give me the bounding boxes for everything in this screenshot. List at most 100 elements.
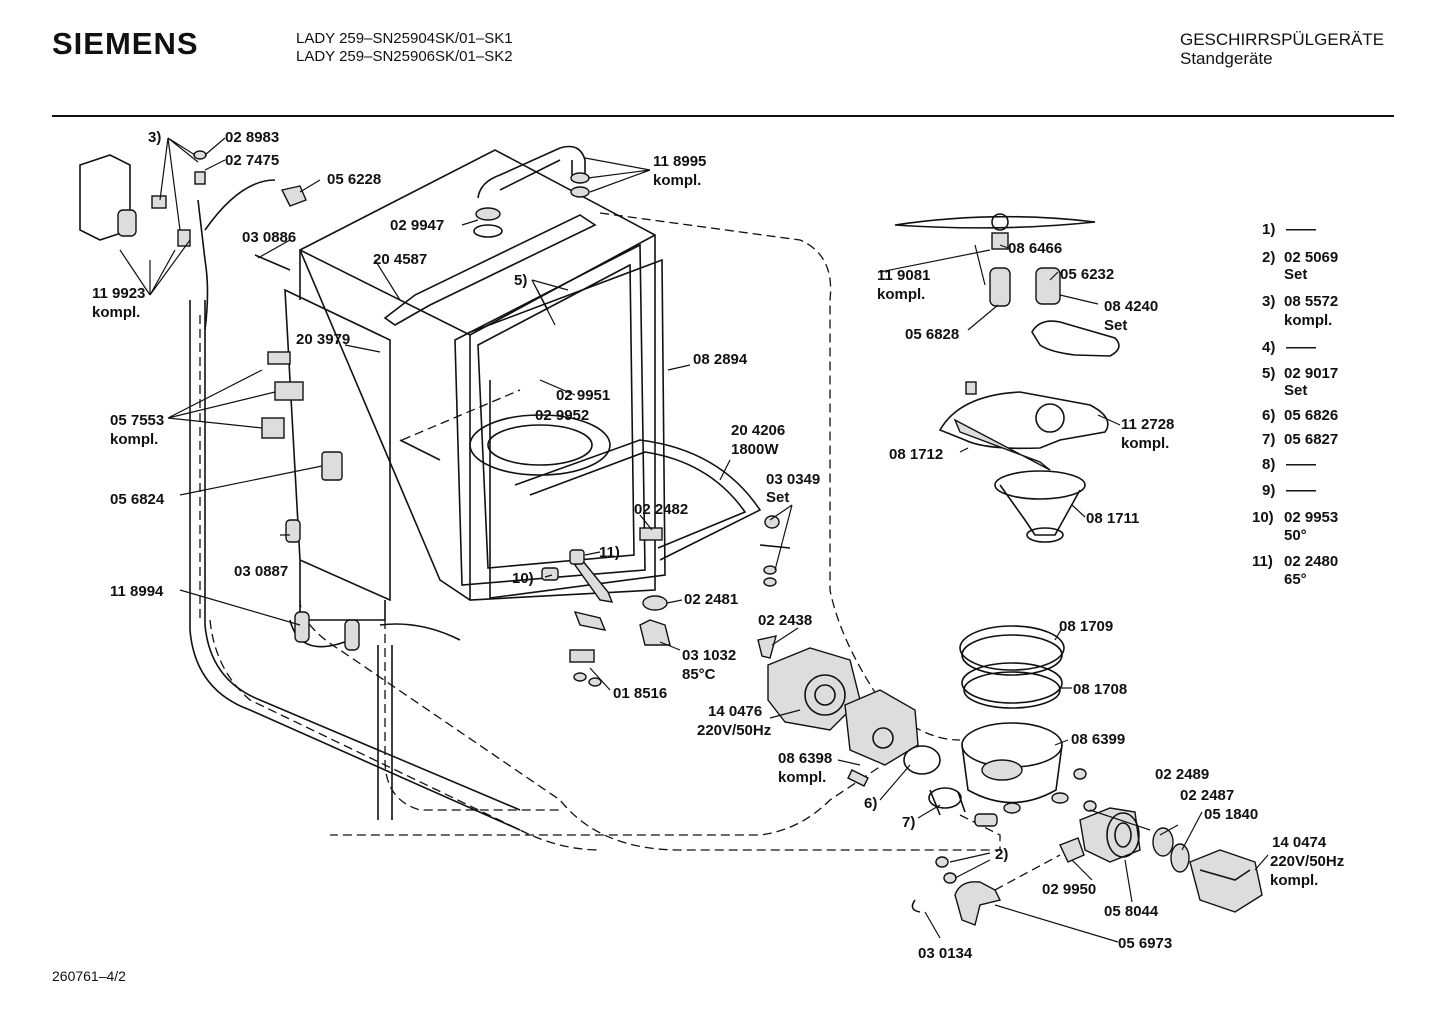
side-control-panel	[261, 288, 391, 621]
seal-029947-icon	[475, 207, 501, 221]
label-056228: 05 6228	[327, 171, 381, 188]
label-084240: 08 4240	[1104, 298, 1158, 315]
callout-11: 11)	[599, 544, 620, 561]
legend-sub-5: Set	[1284, 382, 1307, 399]
label-081708: 08 1708	[1073, 681, 1127, 698]
legend-val-5: 02 9017	[1284, 365, 1338, 382]
parts-legend: 1) —— 2) 02 5069 Set 3) 08 5572 kompl. 4…	[1252, 221, 1338, 588]
brand-logo: SIEMENS	[52, 26, 199, 61]
label-081709: 08 1709	[1059, 618, 1113, 635]
label-086398-kompl: kompl.	[778, 769, 826, 786]
seal-029947-icon	[473, 224, 503, 238]
legend-num-10: 10)	[1252, 509, 1274, 526]
label-204587: 20 4587	[373, 251, 427, 268]
label-119923-kompl: kompl.	[92, 304, 140, 321]
legend-val-3: 08 5572	[1284, 293, 1338, 310]
label-086466: 08 6466	[1008, 240, 1062, 257]
hose-clamp-icon	[344, 619, 360, 651]
door-seal-082894	[467, 258, 666, 599]
label-029952: 02 9952	[535, 407, 589, 424]
hose-clamp-icon	[294, 611, 310, 643]
label-027475: 02 7475	[225, 152, 279, 169]
model-line-2: LADY 259–SN25906SK/01–SK2	[296, 48, 513, 65]
legend-val-11: 02 2480	[1284, 553, 1338, 570]
aquastop-hose	[377, 645, 393, 820]
label-086399: 08 6399	[1071, 731, 1125, 748]
label-056232: 05 6232	[1060, 266, 1114, 283]
label-119923: 11 9923	[92, 285, 145, 302]
label-018516: 01 8516	[613, 685, 667, 702]
label-028983: 02 8983	[225, 129, 279, 146]
label-029947: 02 9947	[390, 217, 444, 234]
label-058044: 05 8044	[1104, 903, 1159, 920]
legend-sub-3: kompl.	[1284, 312, 1332, 329]
tub-cabinet	[298, 149, 656, 601]
label-203979: 20 3979	[296, 331, 350, 348]
label-081711: 08 1711	[1086, 510, 1139, 527]
pipe-seal-icon	[570, 172, 590, 184]
appliance-category: GESCHIRRSPÜLGERÄTE Standgeräte	[1180, 30, 1384, 68]
legend-sub-11: 65°	[1284, 571, 1307, 588]
label-119081: 11 9081	[877, 267, 930, 284]
circulation-pump-motor-140476	[767, 647, 998, 827]
legend-num-3: 3)	[1262, 293, 1275, 310]
legend-num-2: 2)	[1262, 249, 1275, 266]
callout-7: 7)	[902, 814, 915, 831]
legend-num-1: 1)	[1262, 221, 1275, 238]
label-204206: 20 4206	[731, 422, 785, 439]
callout-10: 10)	[512, 570, 534, 587]
label-140474-voltage: 220V/50Hz	[1270, 853, 1344, 870]
label-084240-set: Set	[1104, 317, 1127, 334]
thermostat-parts	[541, 515, 791, 687]
label-081712: 08 1712	[889, 446, 943, 463]
label-022489: 02 2489	[1155, 766, 1209, 783]
label-118994: 11 8994	[110, 583, 164, 600]
label-082894: 08 2894	[693, 351, 748, 368]
legend-val-9: ——	[1286, 482, 1316, 499]
label-051840: 05 1840	[1204, 806, 1258, 823]
legend-sub-10: 50°	[1284, 527, 1307, 544]
label-029950: 02 9950	[1042, 881, 1096, 898]
label-112728: 11 2728	[1121, 416, 1174, 433]
category-title: GESCHIRRSPÜLGERÄTE	[1180, 30, 1385, 49]
legend-num-6: 6)	[1262, 407, 1275, 424]
label-056828: 05 6828	[905, 326, 959, 343]
label-118995-kompl: kompl.	[653, 172, 701, 189]
label-057553-kompl: kompl.	[110, 431, 158, 448]
legend-num-7: 7)	[1262, 431, 1275, 448]
legend-num-8: 8)	[1262, 456, 1275, 473]
label-140476-voltage: 220V/50Hz	[697, 722, 771, 739]
legend-num-5: 5)	[1262, 365, 1275, 382]
label-056973: 05 6973	[1118, 935, 1172, 952]
label-030134: 03 0134	[918, 945, 973, 962]
label-140476: 14 0476	[708, 703, 762, 720]
legend-val-1: ——	[1286, 221, 1316, 238]
label-086398: 08 6398	[778, 750, 832, 767]
label-056824: 05 6824	[110, 491, 165, 508]
base-outline-dashed	[209, 212, 1001, 851]
drain-hose-118994	[189, 300, 521, 831]
legend-val-4: ——	[1286, 339, 1316, 356]
label-022487: 02 2487	[1180, 787, 1234, 804]
label-031032: 03 1032	[682, 647, 736, 664]
spray-pipe-118995	[477, 145, 586, 199]
cabinet-outline-dashed	[199, 315, 560, 811]
part-labels: 3) 02 8983 02 7475 05 6228 11 8995 kompl…	[92, 129, 1344, 962]
category-subtitle: Standgeräte	[1180, 49, 1273, 68]
label-112728-kompl: kompl.	[1121, 435, 1169, 452]
heating-element-204206	[514, 439, 762, 561]
callout-3: 3)	[148, 129, 161, 146]
label-204206-watt: 1800W	[731, 441, 779, 458]
spray-arm-assembly	[894, 213, 1120, 543]
label-140474: 14 0474	[1272, 834, 1327, 851]
water-inlet-assembly	[79, 150, 307, 331]
label-030349: 03 0349	[766, 471, 820, 488]
label-031032-temp: 85°C	[682, 666, 716, 683]
legend-val-2: 02 5069	[1284, 249, 1338, 266]
model-line-1: LADY 259–SN25904SK/01–SK1	[296, 30, 513, 47]
legend-val-6: 05 6826	[1284, 407, 1338, 424]
legend-num-11: 11)	[1252, 553, 1273, 570]
callout-2: 2)	[995, 846, 1008, 863]
model-numbers: LADY 259–SN25904SK/01–SK1 LADY 259–SN259…	[296, 30, 513, 66]
